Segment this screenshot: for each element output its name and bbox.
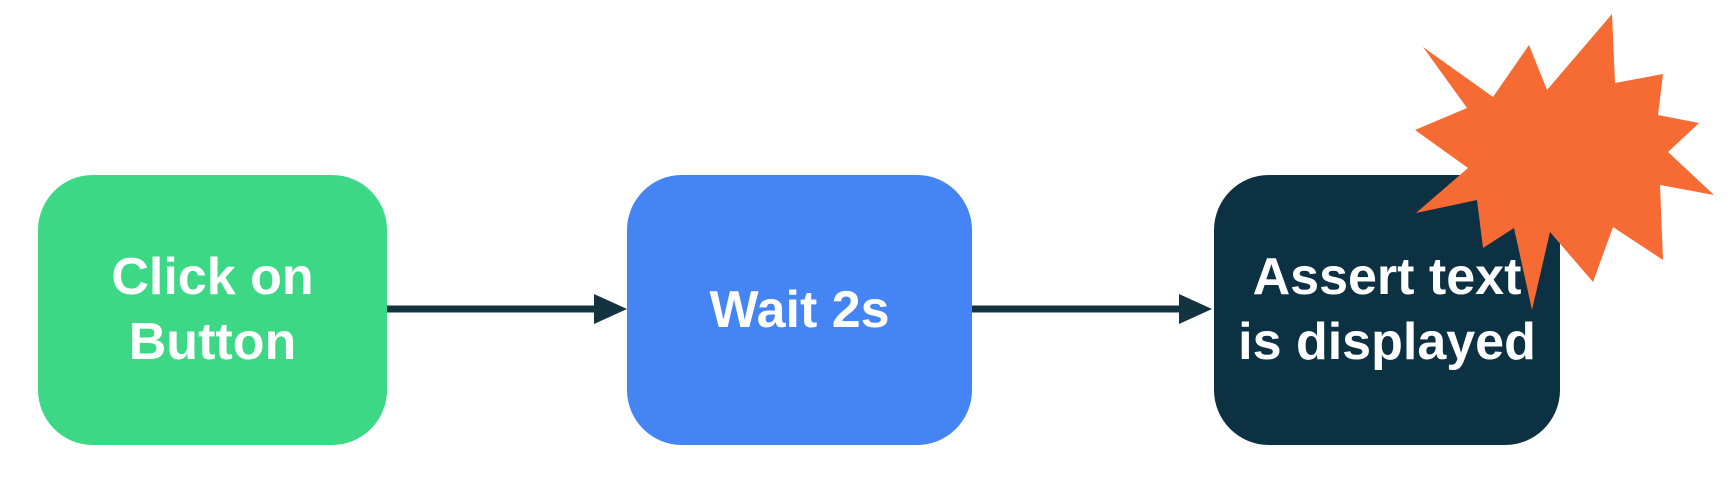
node-label: Assert text is displayed [1238,245,1536,375]
node-label-line: Wait 2s [709,280,890,339]
arrow-click-to-wait [387,294,627,324]
node-label-line: Assert text [1252,248,1522,306]
node-label: Wait 2s [709,278,889,343]
node-label-line: is displayed [1238,313,1536,371]
arrowhead-icon [594,294,627,324]
node-wait-2s: Wait 2s [627,175,972,445]
node-assert-text-is-displayed: Assert text is displayed [1214,175,1560,445]
node-label: Click on Button [111,245,313,375]
node-click-on-button: Click on Button [38,175,387,445]
node-label-line: Click on [111,248,314,306]
node-label-line: Button [128,313,297,371]
arrowhead-icon [1179,294,1212,324]
arrow-wait-to-assert [972,294,1212,324]
